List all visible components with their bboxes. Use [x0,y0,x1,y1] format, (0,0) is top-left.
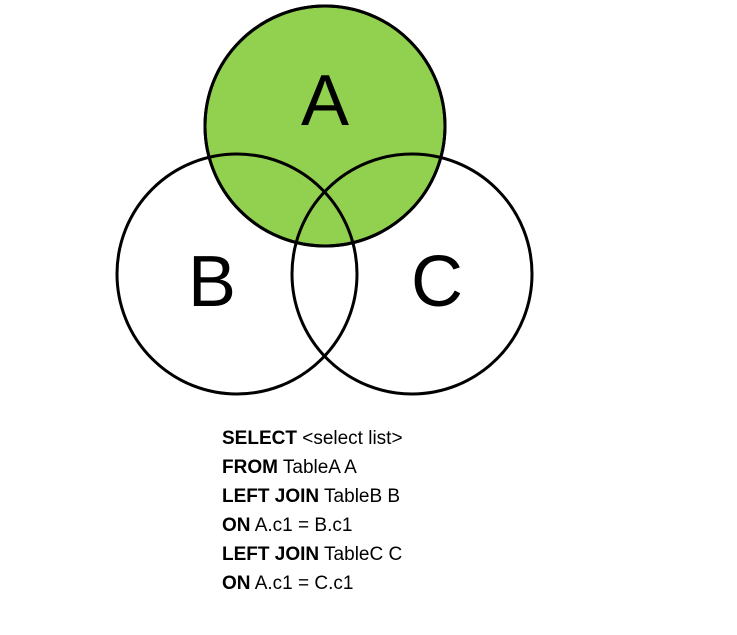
circle-a-outline [203,4,447,248]
circle-c [290,152,534,396]
sql-text: TableA A [277,457,357,478]
label-a: A [301,61,349,141]
sql-keyword: LEFT JOIN [222,544,320,565]
venn-diagram: A B C [115,4,534,396]
label-c: C [411,242,463,322]
sql-keyword: LEFT JOIN [222,486,320,507]
sql-text: <select list> [296,428,403,449]
sql-line: SELECT <select list> [222,424,403,453]
sql-keyword: FROM [222,457,278,478]
sql-keyword: ON [222,515,251,536]
sql-line: ON A.c1 = C.c1 [222,569,403,598]
circle-b [115,152,359,396]
sql-text: TableC C [319,544,403,565]
sql-line: FROM TableA A [222,453,403,482]
sql-text: TableB B [319,486,401,507]
sql-line: ON A.c1 = B.c1 [222,511,403,540]
sql-keyword: ON [222,573,251,594]
label-b: B [188,242,236,322]
sql-keyword: SELECT [222,428,297,449]
sql-line: LEFT JOIN TableB B [222,482,403,511]
sql-text: A.c1 = B.c1 [250,515,353,536]
sql-query: SELECT <select list> FROM TableA A LEFT … [222,424,403,598]
sql-line: LEFT JOIN TableC C [222,540,403,569]
sql-text: A.c1 = C.c1 [250,573,354,594]
